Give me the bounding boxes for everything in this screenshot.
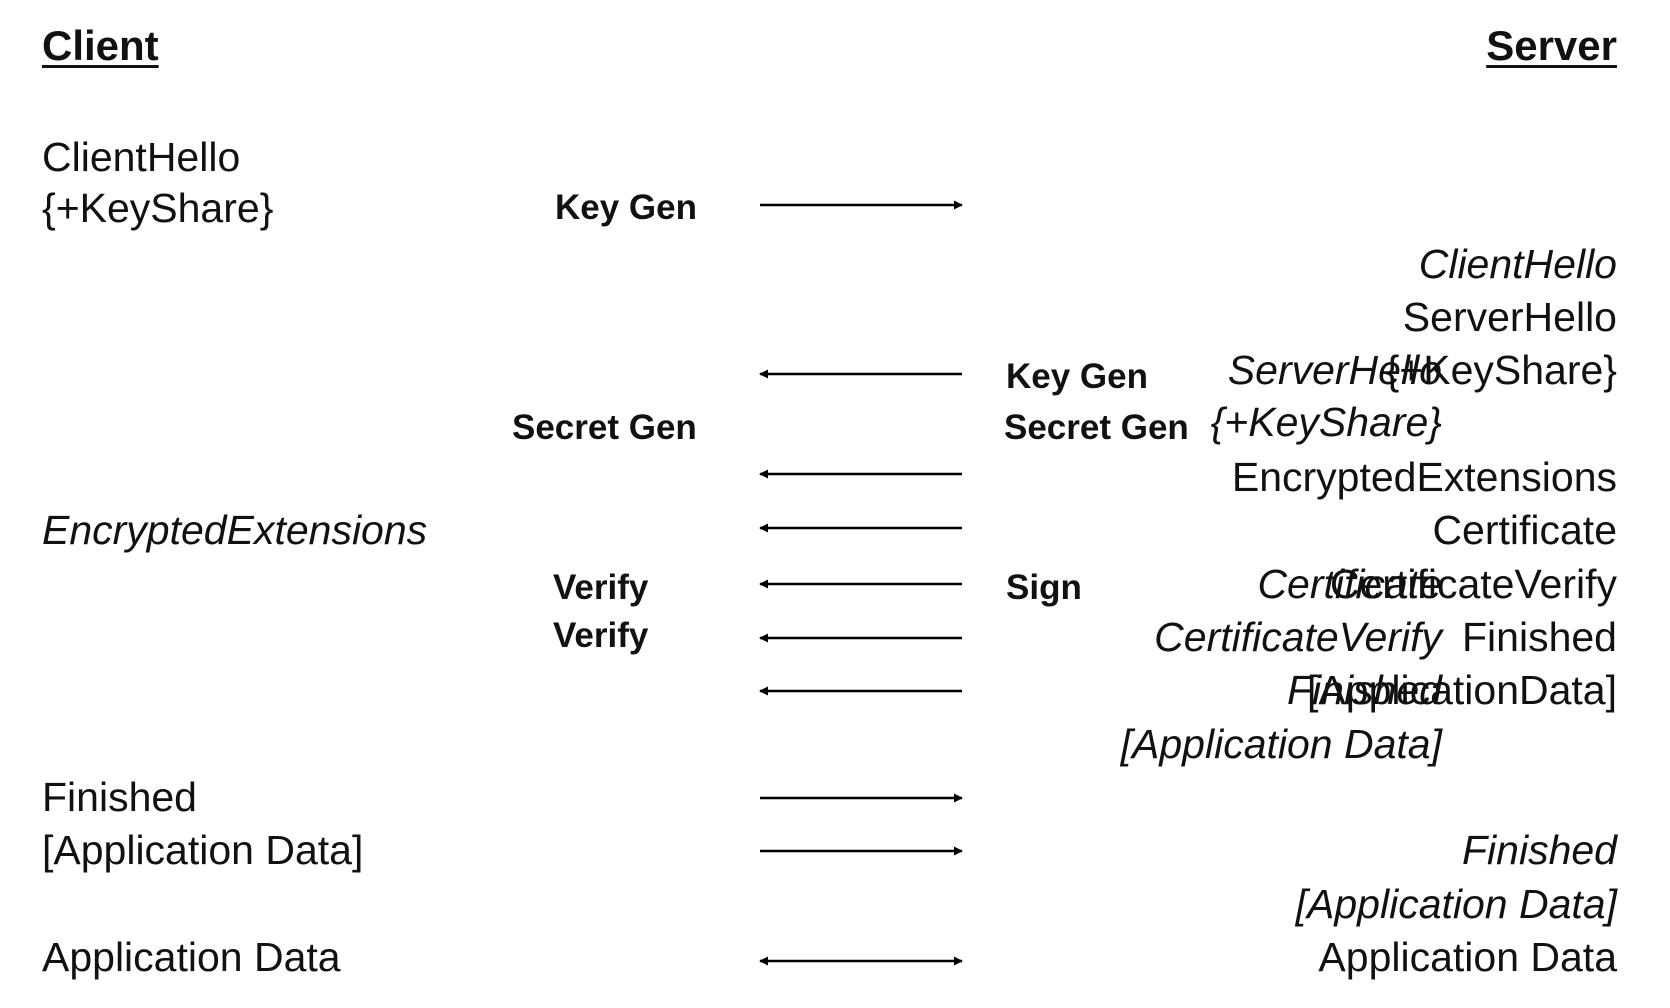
server-application-data-bracket: [ApplicationData] xyxy=(1307,667,1617,713)
server-key-gen-op: Key Gen xyxy=(1006,357,1148,396)
server-sign-op: Sign xyxy=(1006,568,1082,607)
client-secret-gen-op: Secret Gen xyxy=(512,408,697,447)
server-certificate: Certificate xyxy=(1432,507,1617,553)
client-verify-op-1: Verify xyxy=(553,568,649,607)
client-recv-encrypted-extensions: EncryptedExtensions xyxy=(42,507,428,553)
server-hello-label: ServerHello xyxy=(1402,294,1617,340)
client-hello-label: ClientHello xyxy=(42,134,241,180)
client-recv-server-hello: ServerHello xyxy=(1227,347,1442,393)
server-recv-application-data: [Application Data] xyxy=(1295,881,1617,927)
client-keyshare-label: {+KeyShare} xyxy=(42,185,274,231)
server-recv-client-hello: ClientHello xyxy=(1418,241,1617,287)
server-certificate-verify: CertificateVerify xyxy=(1329,561,1617,607)
server-finished: Finished xyxy=(1462,614,1617,660)
client-application-data: Application Data xyxy=(42,934,341,980)
client-recv-certificate: Certificate xyxy=(1257,561,1442,607)
client-key-gen-op: Key Gen xyxy=(555,188,697,227)
client-verify-op-2: Verify xyxy=(553,616,649,655)
client-recv-certificate-verify: CertificateVerify xyxy=(1154,614,1442,660)
server-encrypted-extensions: EncryptedExtensions xyxy=(1231,454,1617,500)
client-application-data-bracket: [Application Data] xyxy=(42,827,364,873)
server-secret-gen-op: Secret Gen xyxy=(1004,408,1189,447)
server-header: Server xyxy=(1486,22,1617,69)
client-recv-finished: Finished xyxy=(1287,667,1442,713)
server-keyshare-label: {+KeyShare} xyxy=(1385,347,1617,393)
client-header: Client xyxy=(42,22,159,69)
client-recv-application-data: [Application Data] xyxy=(1120,721,1442,767)
server-recv-finished: Finished xyxy=(1462,827,1617,873)
server-application-data: Application Data xyxy=(1318,934,1617,980)
client-recv-keyshare: {+KeyShare} xyxy=(1210,399,1442,445)
client-finished: Finished xyxy=(42,774,197,820)
